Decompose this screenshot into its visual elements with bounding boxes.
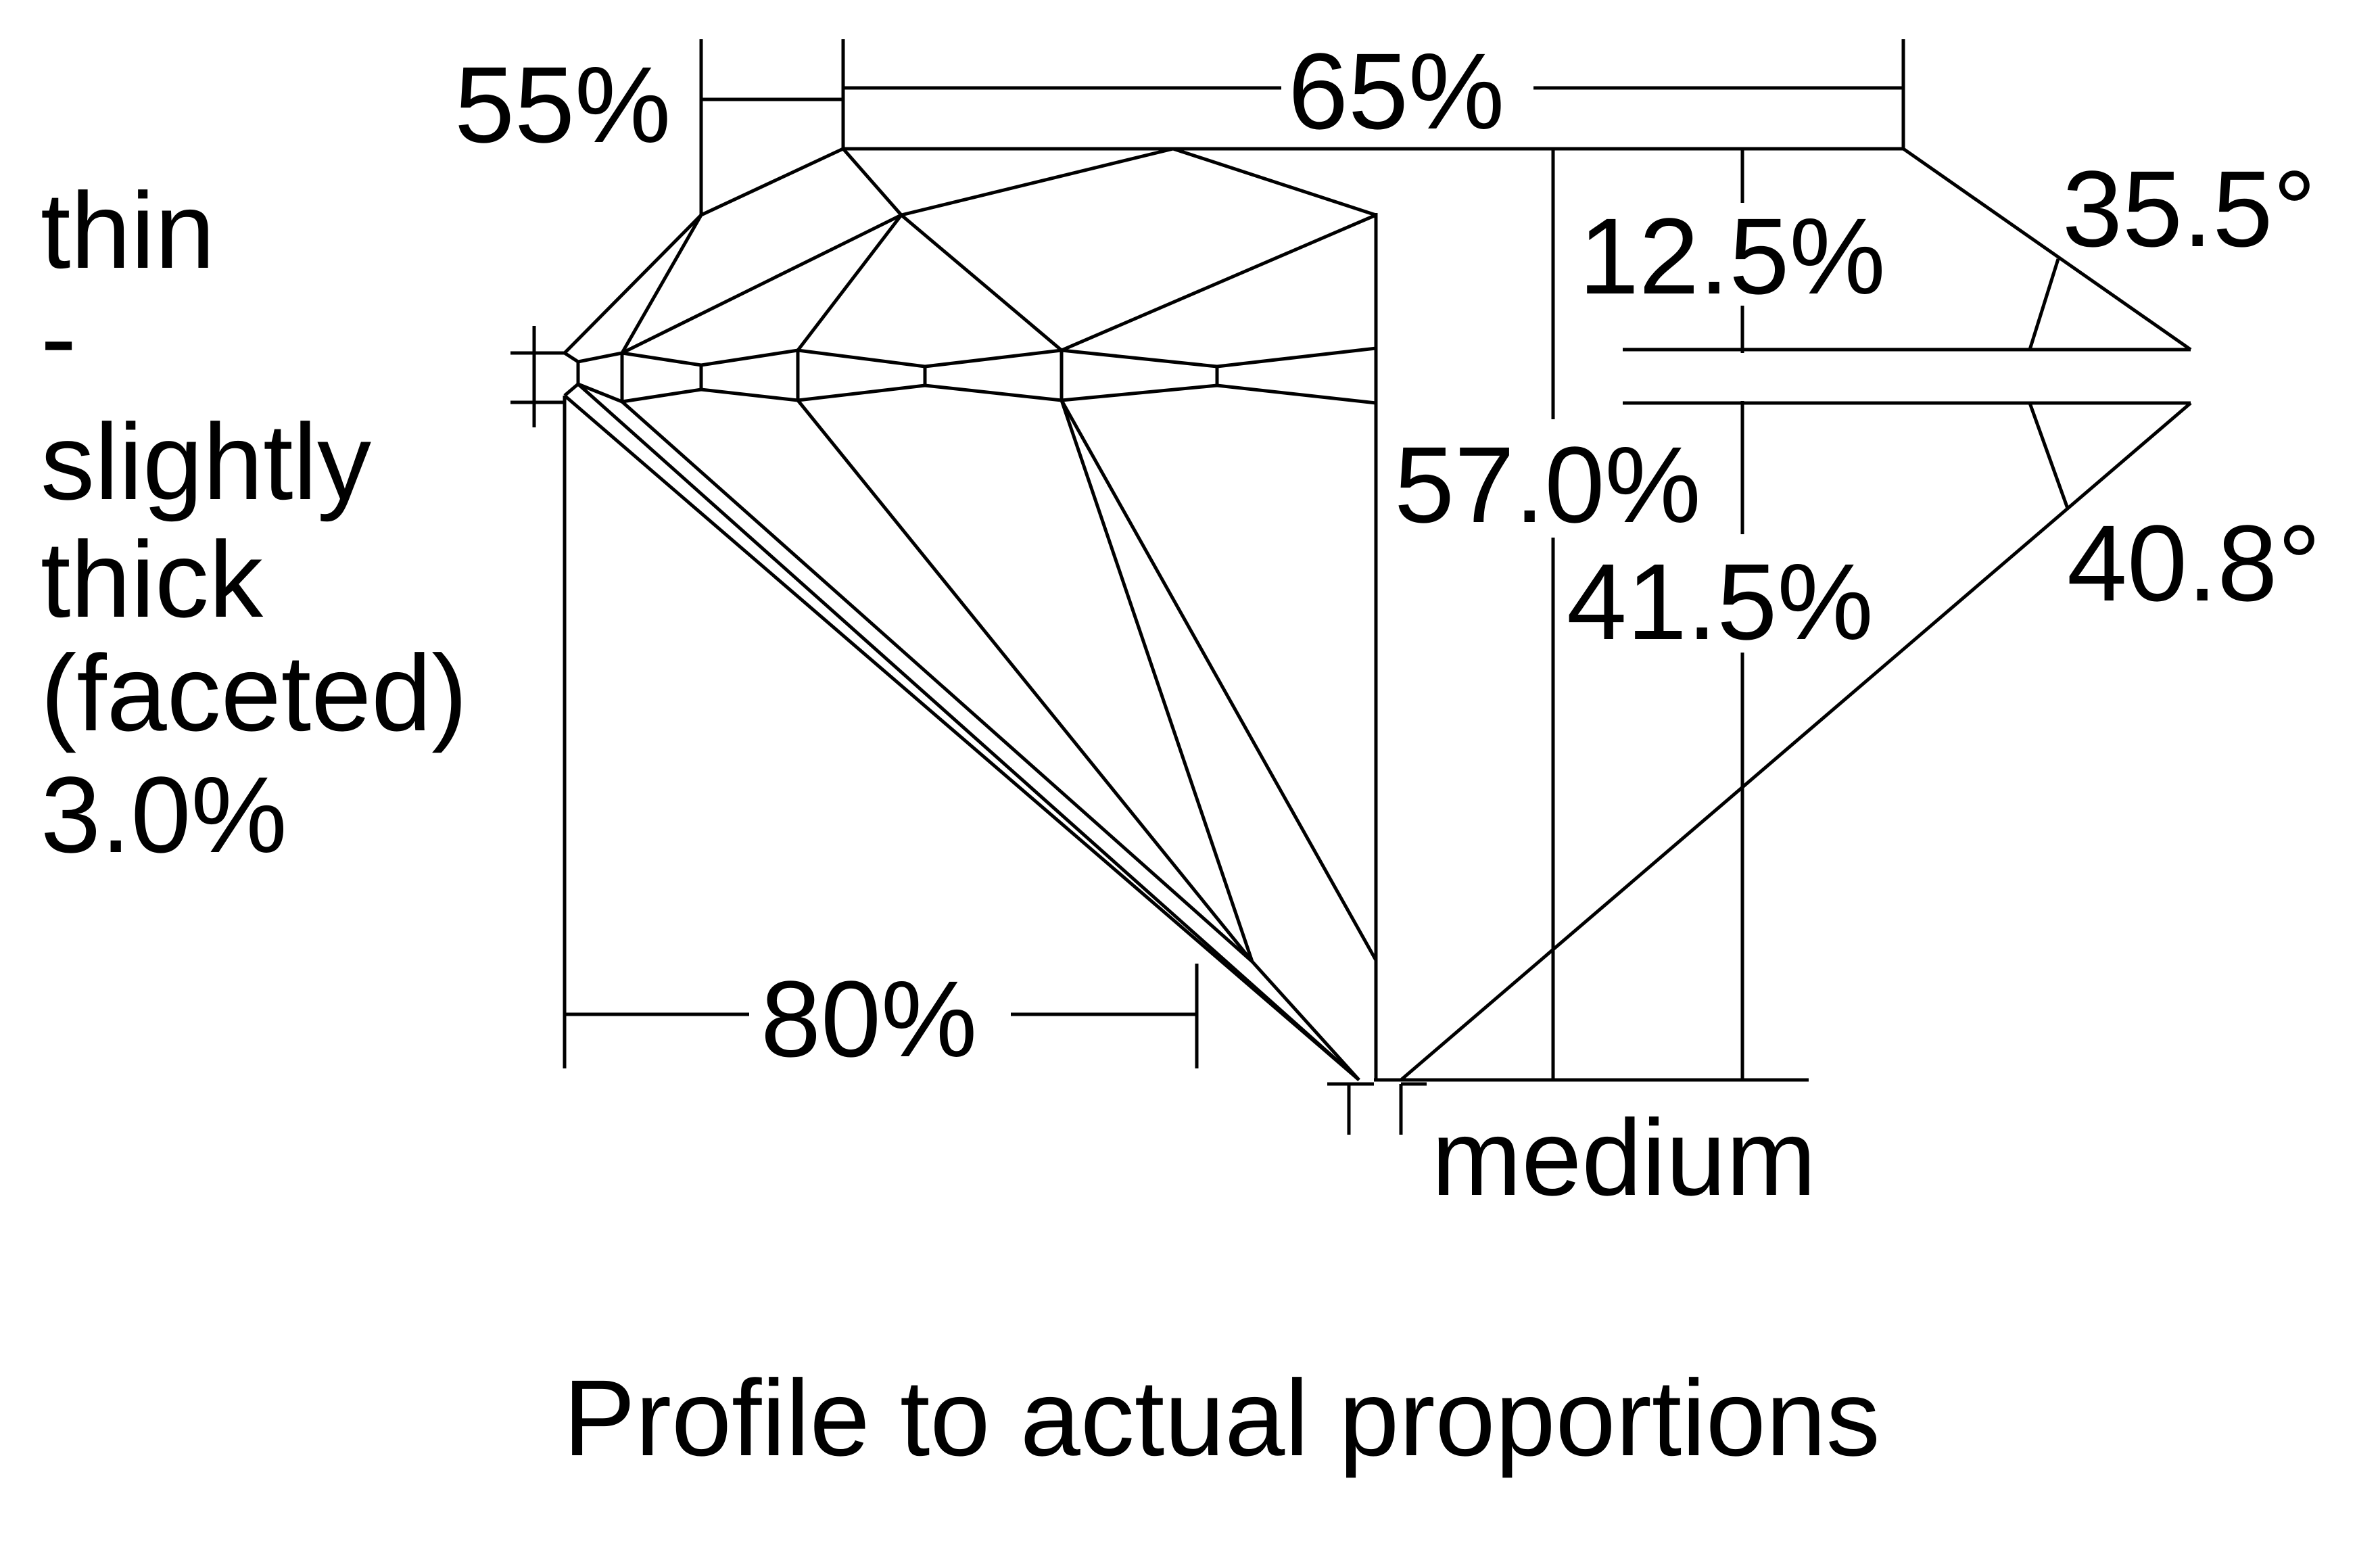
crown-outline <box>563 147 1378 960</box>
girdle-label-line-4: thick <box>41 519 264 640</box>
label-pavilion-angle: 40.8° <box>2067 502 2320 623</box>
girdle-label-line-6: 3.0% <box>41 754 287 875</box>
pavilion-facet-1 <box>577 383 1360 1081</box>
girdle-label-line-3: slightly <box>41 401 371 522</box>
pavilion-facet-6 <box>1251 960 1360 1081</box>
simple-profile <box>843 147 2192 1081</box>
measurement-labels: 55% 65% 12.5% 57.0% 41.5% 35.5° 40.8° 80… <box>454 30 2320 1218</box>
label-crown-width-percent: 65% <box>1288 30 1504 151</box>
faceted-profile <box>563 147 1378 1081</box>
pavilion-facet-3 <box>796 399 1254 963</box>
label-pavilion-depth-percent: 41.5% <box>1567 541 1874 662</box>
label-total-depth-percent: 57.0% <box>1394 424 1701 545</box>
pavilion-outline-left <box>563 394 1360 1081</box>
label-crown-angle: 35.5° <box>2062 148 2316 269</box>
pavilion-facet-5 <box>1060 399 1378 962</box>
crown-facet-star-top <box>901 147 1174 217</box>
pavilion-facet-2 <box>621 400 1254 963</box>
crown-facet-star-left <box>620 214 703 354</box>
girdle-label-line-5: (faceted) <box>41 632 467 753</box>
dimension-lines <box>510 39 2191 1135</box>
label-lower-half-percent: 80% <box>761 958 977 1079</box>
crown-right-edge <box>1902 147 2192 352</box>
pavilion-facet-4 <box>1060 400 1254 962</box>
girdle-bottom-edge <box>563 382 1377 405</box>
label-crown-height-percent: 12.5% <box>1579 195 1886 316</box>
crown-facet-star-mid <box>796 212 1377 352</box>
label-culet: medium <box>1431 1097 1816 1218</box>
girdle-label: thin - slightly thick (faceted) 3.0% <box>41 170 467 875</box>
crown-angle-arc <box>2028 258 2060 350</box>
girdle-label-line-2: - <box>41 277 76 398</box>
girdle-label-line-1: thin <box>41 170 215 291</box>
label-table-percent: 55% <box>454 44 671 165</box>
diagram-caption: Profile to actual proportions <box>563 1357 1880 1478</box>
pavilion-right-edge <box>1400 402 2192 1081</box>
pavilion-angle-arc <box>2028 402 2070 509</box>
girdle-top-edge <box>563 346 1377 369</box>
